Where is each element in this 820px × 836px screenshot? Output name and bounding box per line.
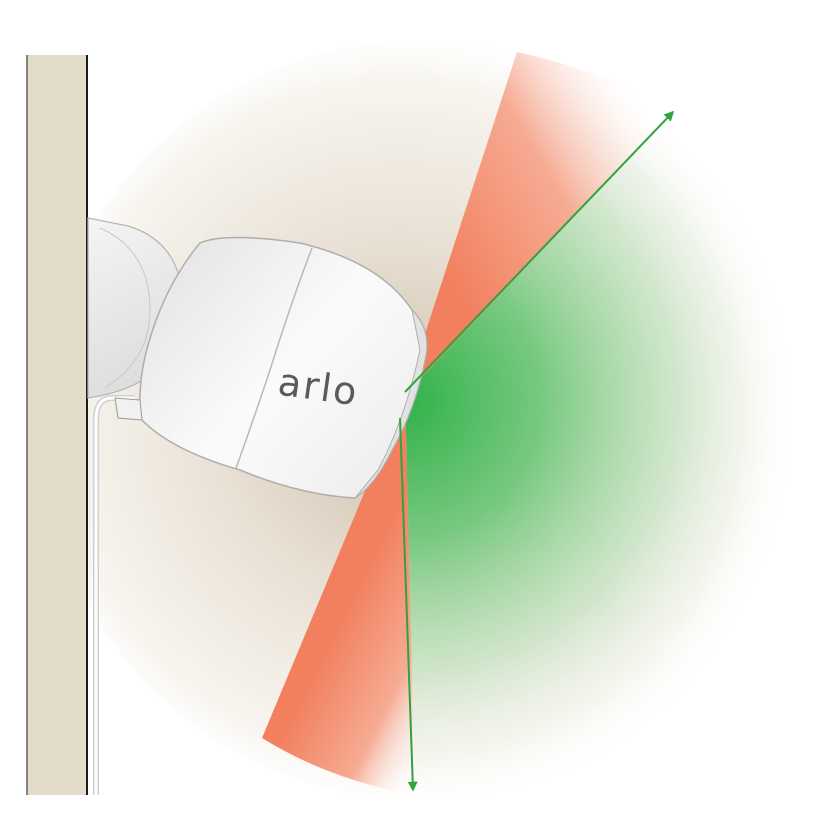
camera-seam — [235, 247, 313, 469]
arrow-icon — [399, 417, 418, 792]
camera-icon: arlo — [114, 236, 428, 499]
arrow-icon — [404, 110, 675, 393]
wall — [27, 55, 87, 795]
dead-zone-top — [405, 52, 675, 395]
coverage-zone — [405, 110, 802, 795]
dead-zone-bottom — [262, 395, 415, 795]
